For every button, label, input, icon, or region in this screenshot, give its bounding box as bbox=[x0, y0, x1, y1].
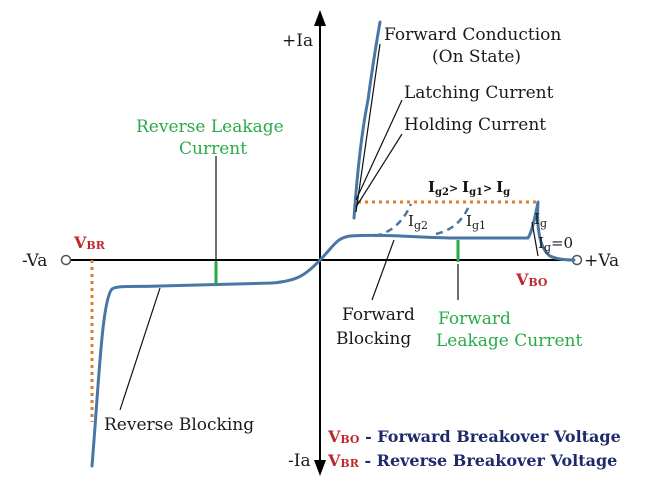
characteristic-curve bbox=[90, 200, 576, 468]
forward-blocking-leader bbox=[371, 239, 395, 301]
on-state-label: (On State) bbox=[432, 47, 521, 67]
gate-current-relation: Ig2> Ig1> Ig bbox=[428, 178, 510, 198]
axes bbox=[60, 10, 583, 476]
holding-current-leader bbox=[355, 133, 403, 208]
reverse-blocking-label: Reverse Blocking bbox=[104, 415, 254, 435]
vbr-label: VBR bbox=[73, 233, 106, 252]
forward-blocking-label-line2: Blocking bbox=[336, 329, 411, 349]
reverse-leakage-label-line1: Reverse Leakage bbox=[136, 117, 284, 137]
forward-conduction-label: Forward Conduction bbox=[384, 25, 561, 45]
reverse-blocking-leader bbox=[119, 287, 161, 411]
forward-conduction-curve bbox=[352, 20, 382, 220]
ig-zero-label: Ig=0 bbox=[538, 234, 573, 254]
vbo-label: VBO bbox=[515, 270, 548, 289]
latching-current-leader bbox=[355, 99, 403, 201]
holding-current-label: Holding Current bbox=[404, 115, 546, 135]
forward-leakage-label-line2: Leakage Current bbox=[436, 331, 582, 351]
ig1-dashed-curve bbox=[435, 203, 472, 236]
minus-va-label: -Va bbox=[22, 251, 47, 271]
plus-ia-label: +Ia bbox=[282, 31, 313, 51]
legend-vbr: VBR - Reverse Breakover Voltage bbox=[327, 451, 617, 470]
ig-label: Ig bbox=[534, 210, 547, 230]
plus-va-label: +Va bbox=[584, 251, 619, 271]
y-axis-arrow-up bbox=[314, 10, 326, 26]
ig2-label: Ig2 bbox=[408, 212, 428, 232]
forward-conduction-leader bbox=[355, 43, 381, 213]
x-axis-left-terminal bbox=[60, 254, 72, 266]
y-axis-arrow-down bbox=[314, 460, 326, 476]
ig1-label: Ig1 bbox=[466, 212, 486, 232]
forward-blocking-label-line1: Forward bbox=[342, 305, 415, 325]
legend: VBO - Forward Breakover Voltage VBR - Re… bbox=[327, 427, 621, 470]
forward-leakage-label-line1: Forward bbox=[438, 309, 511, 329]
latching-current-label: Latching Current bbox=[404, 83, 554, 103]
ig2-dashed-curve bbox=[374, 203, 413, 238]
minus-ia-label: -Ia bbox=[288, 451, 311, 471]
ig-leader bbox=[531, 221, 539, 257]
reverse-leakage-label-line2: Current bbox=[179, 139, 247, 159]
legend-vbo: VBO - Forward Breakover Voltage bbox=[327, 427, 621, 446]
